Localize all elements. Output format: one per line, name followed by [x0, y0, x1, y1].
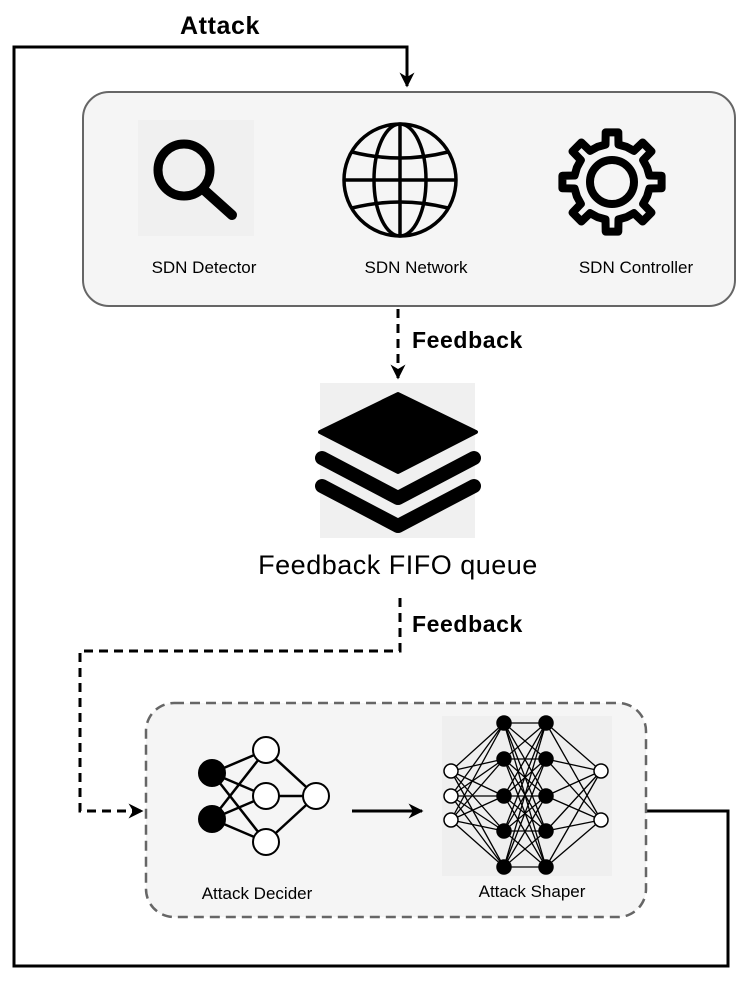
feedback-label-top: Feedback: [412, 327, 523, 353]
sdn-network-label: SDN Network: [365, 258, 468, 277]
sdn-detector-label: SDN Detector: [152, 258, 257, 277]
sdn-controller-label: SDN Controller: [579, 258, 694, 277]
gear-icon: [558, 128, 666, 236]
attack-decider-label: Attack Decider: [202, 884, 313, 903]
deep-neural-network-icon: [442, 715, 612, 876]
layers-icon: [315, 383, 481, 538]
attack-label: Attack: [180, 12, 260, 40]
search-icon: [138, 120, 254, 236]
fifo-queue-label: Feedback FIFO queue: [258, 550, 538, 580]
globe-icon: [342, 122, 458, 238]
feedback-edge-bottom: [78, 598, 402, 819]
small-neural-network-icon: [198, 736, 330, 856]
attack-edge: [12, 45, 730, 968]
attack-shaper-label: Attack Shaper: [479, 882, 586, 901]
feedback-label-bottom: Feedback: [412, 611, 523, 637]
